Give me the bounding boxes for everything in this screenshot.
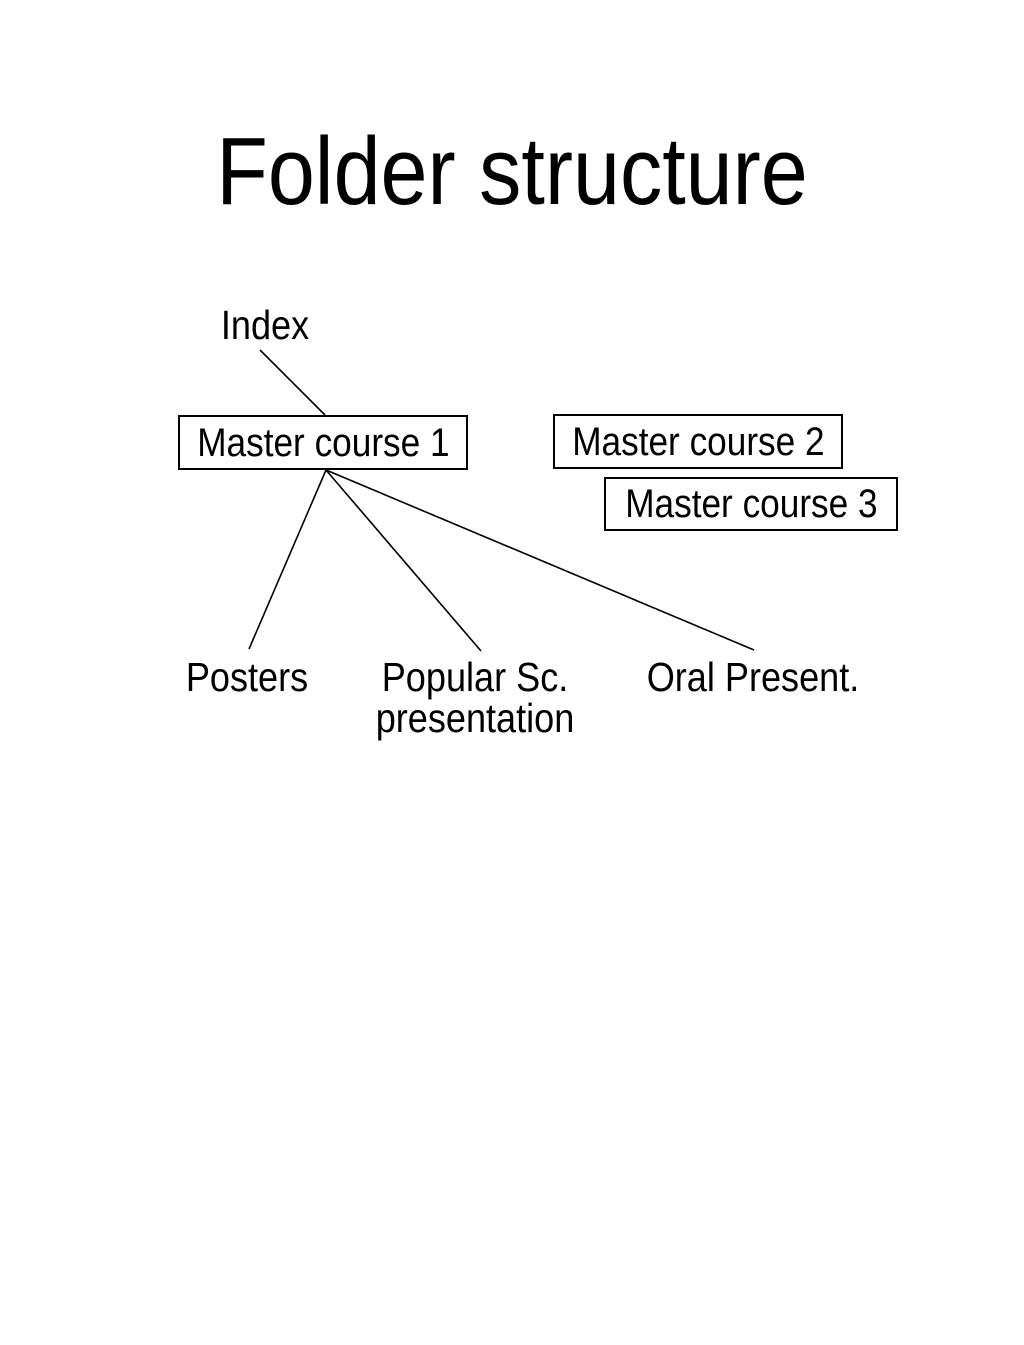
leaf-label-popular-sc-presentation: Popular Sc. presentation	[376, 657, 575, 739]
folder-box-master-course-1: Master course 1	[178, 415, 468, 470]
leaf-label-oral-present: Oral Present.	[646, 654, 860, 700]
index-label: Index	[220, 302, 310, 348]
connector-index-to-master-course-1	[259, 349, 326, 416]
connector-master-course-1-to-popular-sc	[325, 469, 482, 652]
folder-box-label: Master course 1	[196, 420, 450, 465]
connector-master-course-1-to-posters	[248, 469, 327, 650]
leaf-label-line-2: presentation	[375, 695, 575, 741]
slide-title: Folder structure	[216, 118, 808, 225]
leaf-label-posters: Posters	[185, 654, 309, 700]
leaf-label-line-1: Popular Sc.	[381, 654, 569, 700]
folder-box-master-course-2: Master course 2	[553, 414, 843, 469]
folder-box-label: Master course 3	[624, 482, 878, 526]
folder-box-label: Master course 2	[571, 419, 825, 464]
folder-box-master-course-3: Master course 3	[604, 477, 898, 531]
